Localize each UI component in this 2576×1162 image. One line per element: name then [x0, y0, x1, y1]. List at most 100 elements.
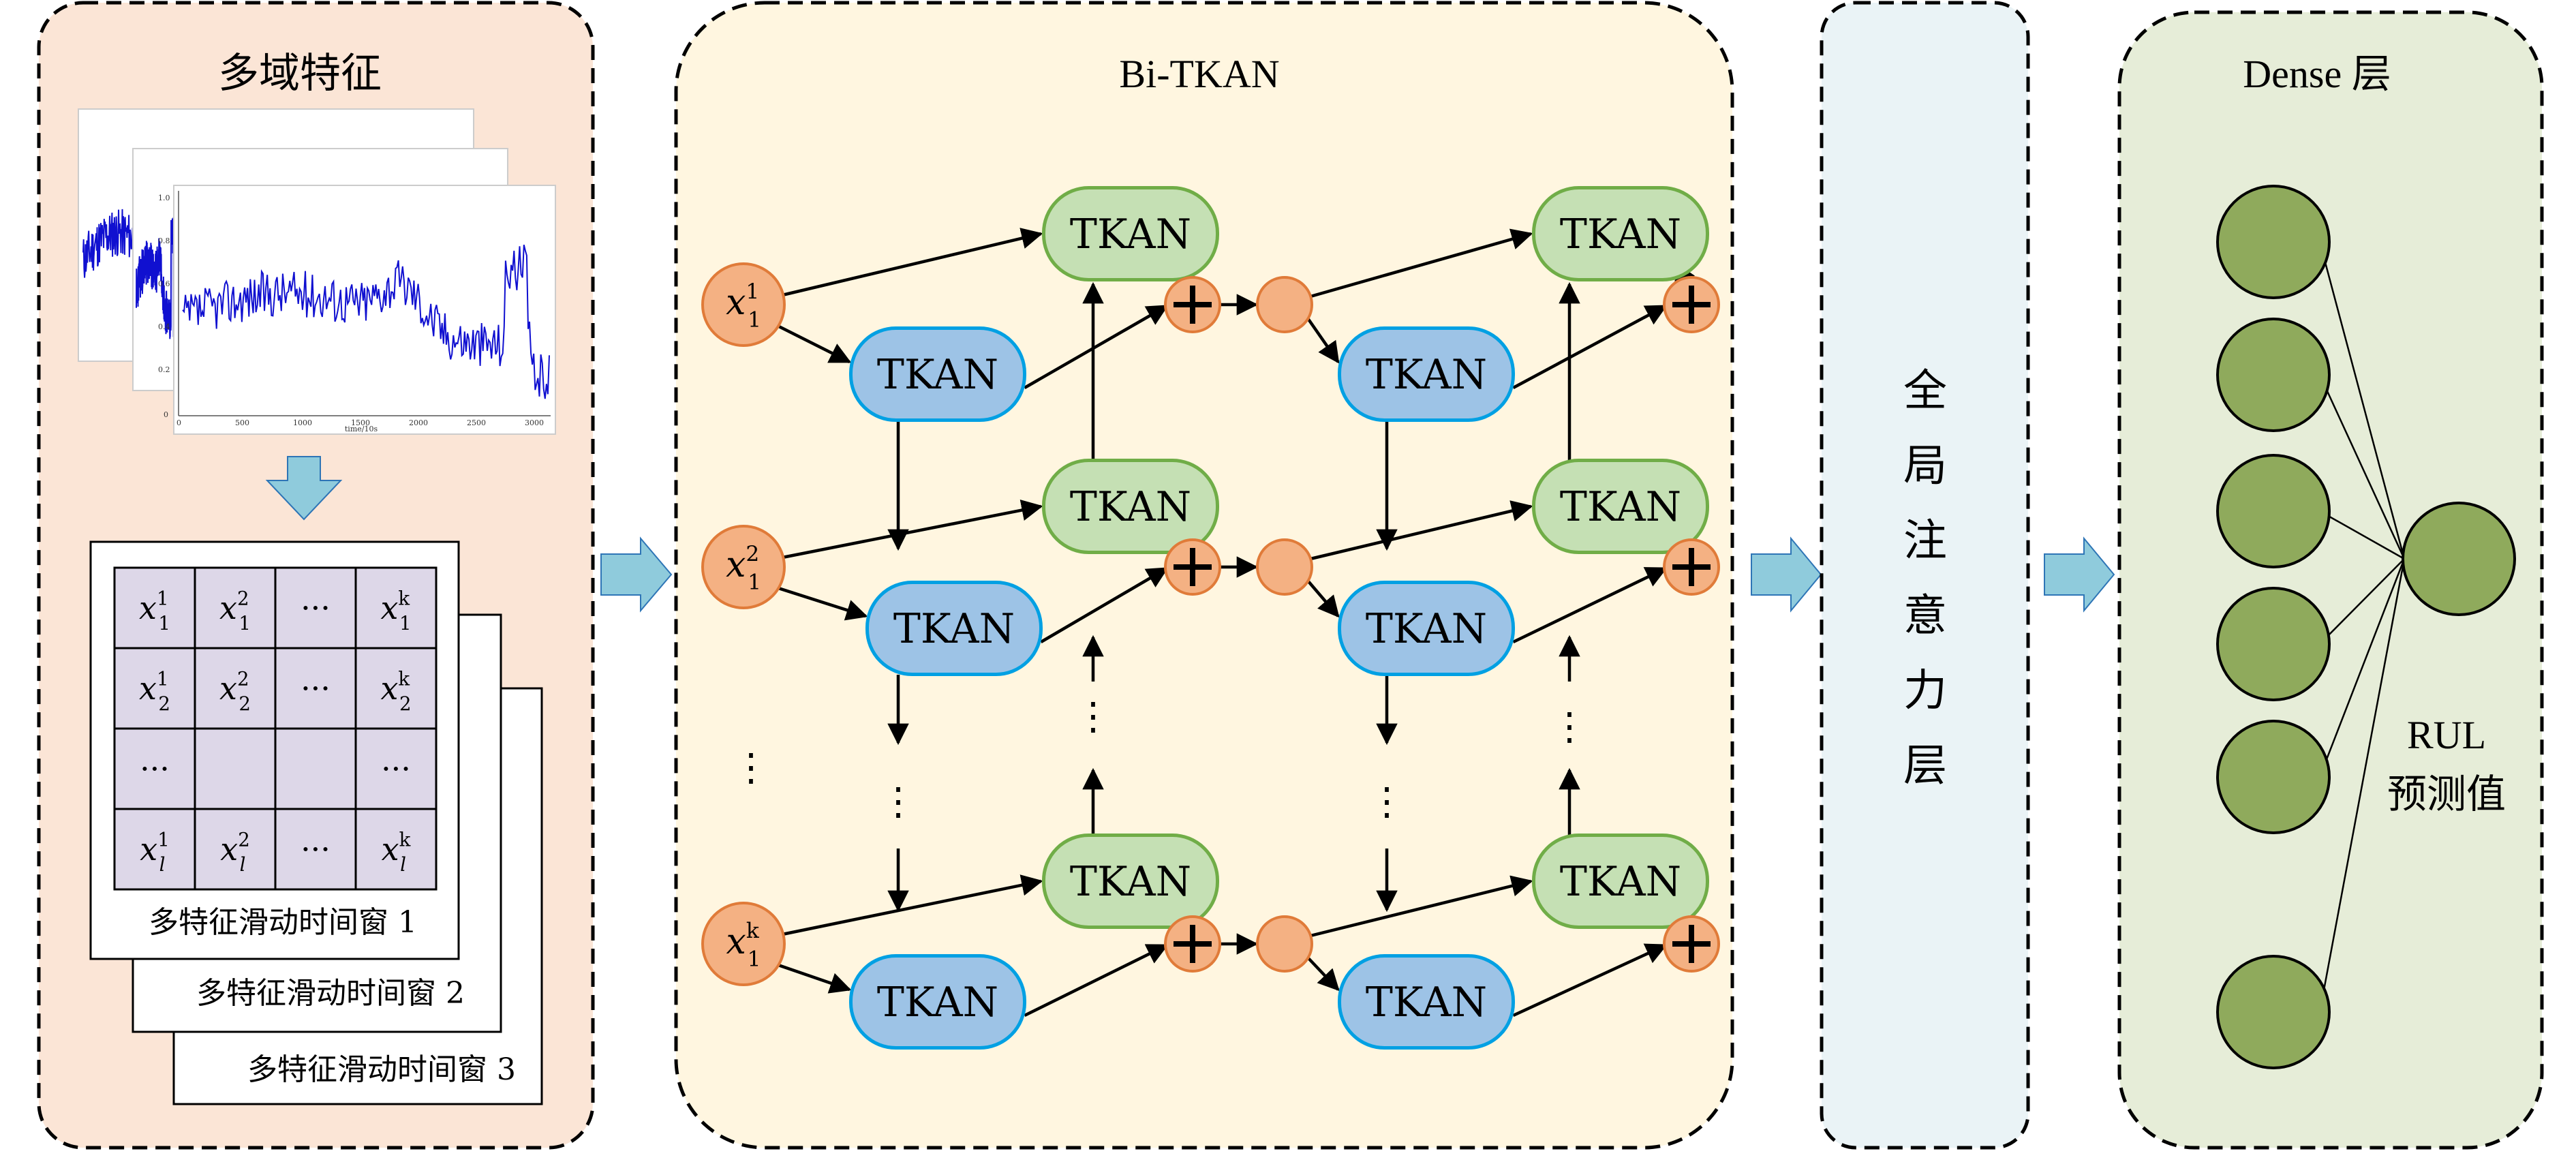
matrix-cell — [354, 566, 438, 649]
attention-label-char: 层 — [1903, 741, 1947, 791]
tkan-label: TKAN — [1070, 483, 1191, 531]
tkan-backward-block — [1338, 326, 1515, 422]
right-arrow-icon — [2044, 536, 2115, 613]
tkan-label: TKAN — [1366, 605, 1487, 653]
y-tick-label: 0 — [164, 410, 168, 419]
connection-arrow — [1040, 567, 1169, 643]
attention-label-char: 意 — [1903, 591, 1947, 641]
tkan-forward-block — [1532, 834, 1709, 929]
features-title: 多域特征 — [218, 50, 382, 97]
dense-network — [2216, 185, 2516, 1069]
connection-arrow — [1024, 305, 1169, 389]
plus-icon — [1174, 925, 1212, 963]
attention-label-char: 注 — [1903, 516, 1947, 566]
tkan-backward-block — [1338, 581, 1515, 676]
tkan-backward-block — [849, 326, 1026, 422]
rul-value-label: 预测值 — [2387, 771, 2506, 817]
input-node — [701, 902, 786, 986]
connection-arrow — [775, 323, 852, 364]
tkan-backward-block — [865, 581, 1043, 676]
signal-plot-stack: 1.0 0.8 0.6 0.4 0.2 0 0 500 1000 1500 20… — [78, 108, 556, 435]
tkan-forward-block — [1042, 834, 1219, 929]
x-tick-label: 500 — [235, 418, 249, 427]
dense-connection — [2318, 374, 2406, 560]
connection-arrow — [1310, 875, 1533, 938]
plus-icon — [1672, 548, 1711, 586]
plus-icon — [1174, 286, 1212, 324]
tkan-label: TKAN — [1560, 483, 1681, 531]
tkan-forward-block — [1042, 459, 1219, 554]
right-arrow-icon — [600, 536, 673, 613]
hidden-state-node — [1256, 276, 1313, 333]
dense-neuron — [2216, 955, 2331, 1069]
dense-neuron — [2216, 587, 2331, 701]
matrix-cell — [274, 566, 357, 649]
x-tick-label: 1000 — [293, 418, 312, 427]
connection-arrow — [782, 228, 1043, 297]
x-tick-label: 0 — [177, 418, 181, 427]
dense-neuron — [2216, 185, 2331, 299]
dense-panel-frame — [2117, 10, 2544, 1150]
y-tick-label: 0.6 — [158, 279, 170, 288]
matrix-cell — [274, 808, 357, 891]
matrix-cell-label: ··· — [301, 831, 331, 868]
tkan-label: TKAN — [1366, 351, 1487, 399]
input-node — [701, 262, 786, 347]
attention-label-char: 局 — [1903, 441, 1947, 491]
x-tick-label: 2500 — [467, 418, 486, 427]
ellipsis-icon: ⋮ — [1074, 694, 1112, 739]
window-label: 多特征滑动时间窗 2 — [196, 976, 465, 1011]
matrix-cell — [113, 647, 196, 730]
attention-panel-frame — [1820, 1, 2030, 1150]
connection-arrow — [1512, 943, 1668, 1018]
attention-label-char: 力 — [1903, 666, 1947, 716]
matrix-cell — [274, 727, 357, 810]
connection-arrow — [1310, 500, 1533, 561]
x-tick-label: 3000 — [525, 418, 544, 427]
matrix-cell-label: ··· — [301, 670, 331, 707]
matrix-cell — [194, 566, 277, 649]
ellipsis-icon: ⋮ — [732, 746, 770, 790]
connection-arrow — [1512, 566, 1668, 644]
y-tick-label: 1.0 — [158, 194, 170, 202]
matrix-cell-label: ··· — [140, 750, 170, 787]
dense-connection — [2319, 558, 2405, 645]
dense-neuron — [2216, 318, 2331, 432]
output-neuron — [2402, 502, 2516, 616]
plus-icon — [1174, 548, 1212, 586]
connection-arrow — [776, 962, 852, 994]
ellipsis-icon: ⋮ — [1368, 780, 1406, 824]
dense-panel: Dense 层 RUL 预测值 — [2117, 10, 2544, 1150]
dense-connection — [2318, 241, 2406, 560]
hidden-state-node — [1256, 538, 1313, 596]
connection-arrow — [1024, 943, 1169, 1018]
plus-icon — [1672, 286, 1711, 324]
input-node — [701, 525, 786, 609]
signal-trace-middle — [136, 217, 177, 372]
matrix-cell-label: ··· — [381, 750, 411, 787]
tkan-label: TKAN — [1366, 979, 1487, 1026]
tkan-label: TKAN — [1560, 858, 1681, 906]
dense-connection — [2319, 510, 2405, 560]
tkan-label: TKAN — [1560, 211, 1681, 258]
dense-neuron — [2216, 454, 2331, 568]
x-tick-label: 2000 — [409, 418, 428, 427]
connection-arrow — [1310, 228, 1533, 299]
connection-arrow — [1306, 956, 1340, 992]
tkan-label: TKAN — [1070, 211, 1191, 258]
dense-connection — [2318, 558, 2406, 778]
connection-arrow — [782, 874, 1043, 936]
